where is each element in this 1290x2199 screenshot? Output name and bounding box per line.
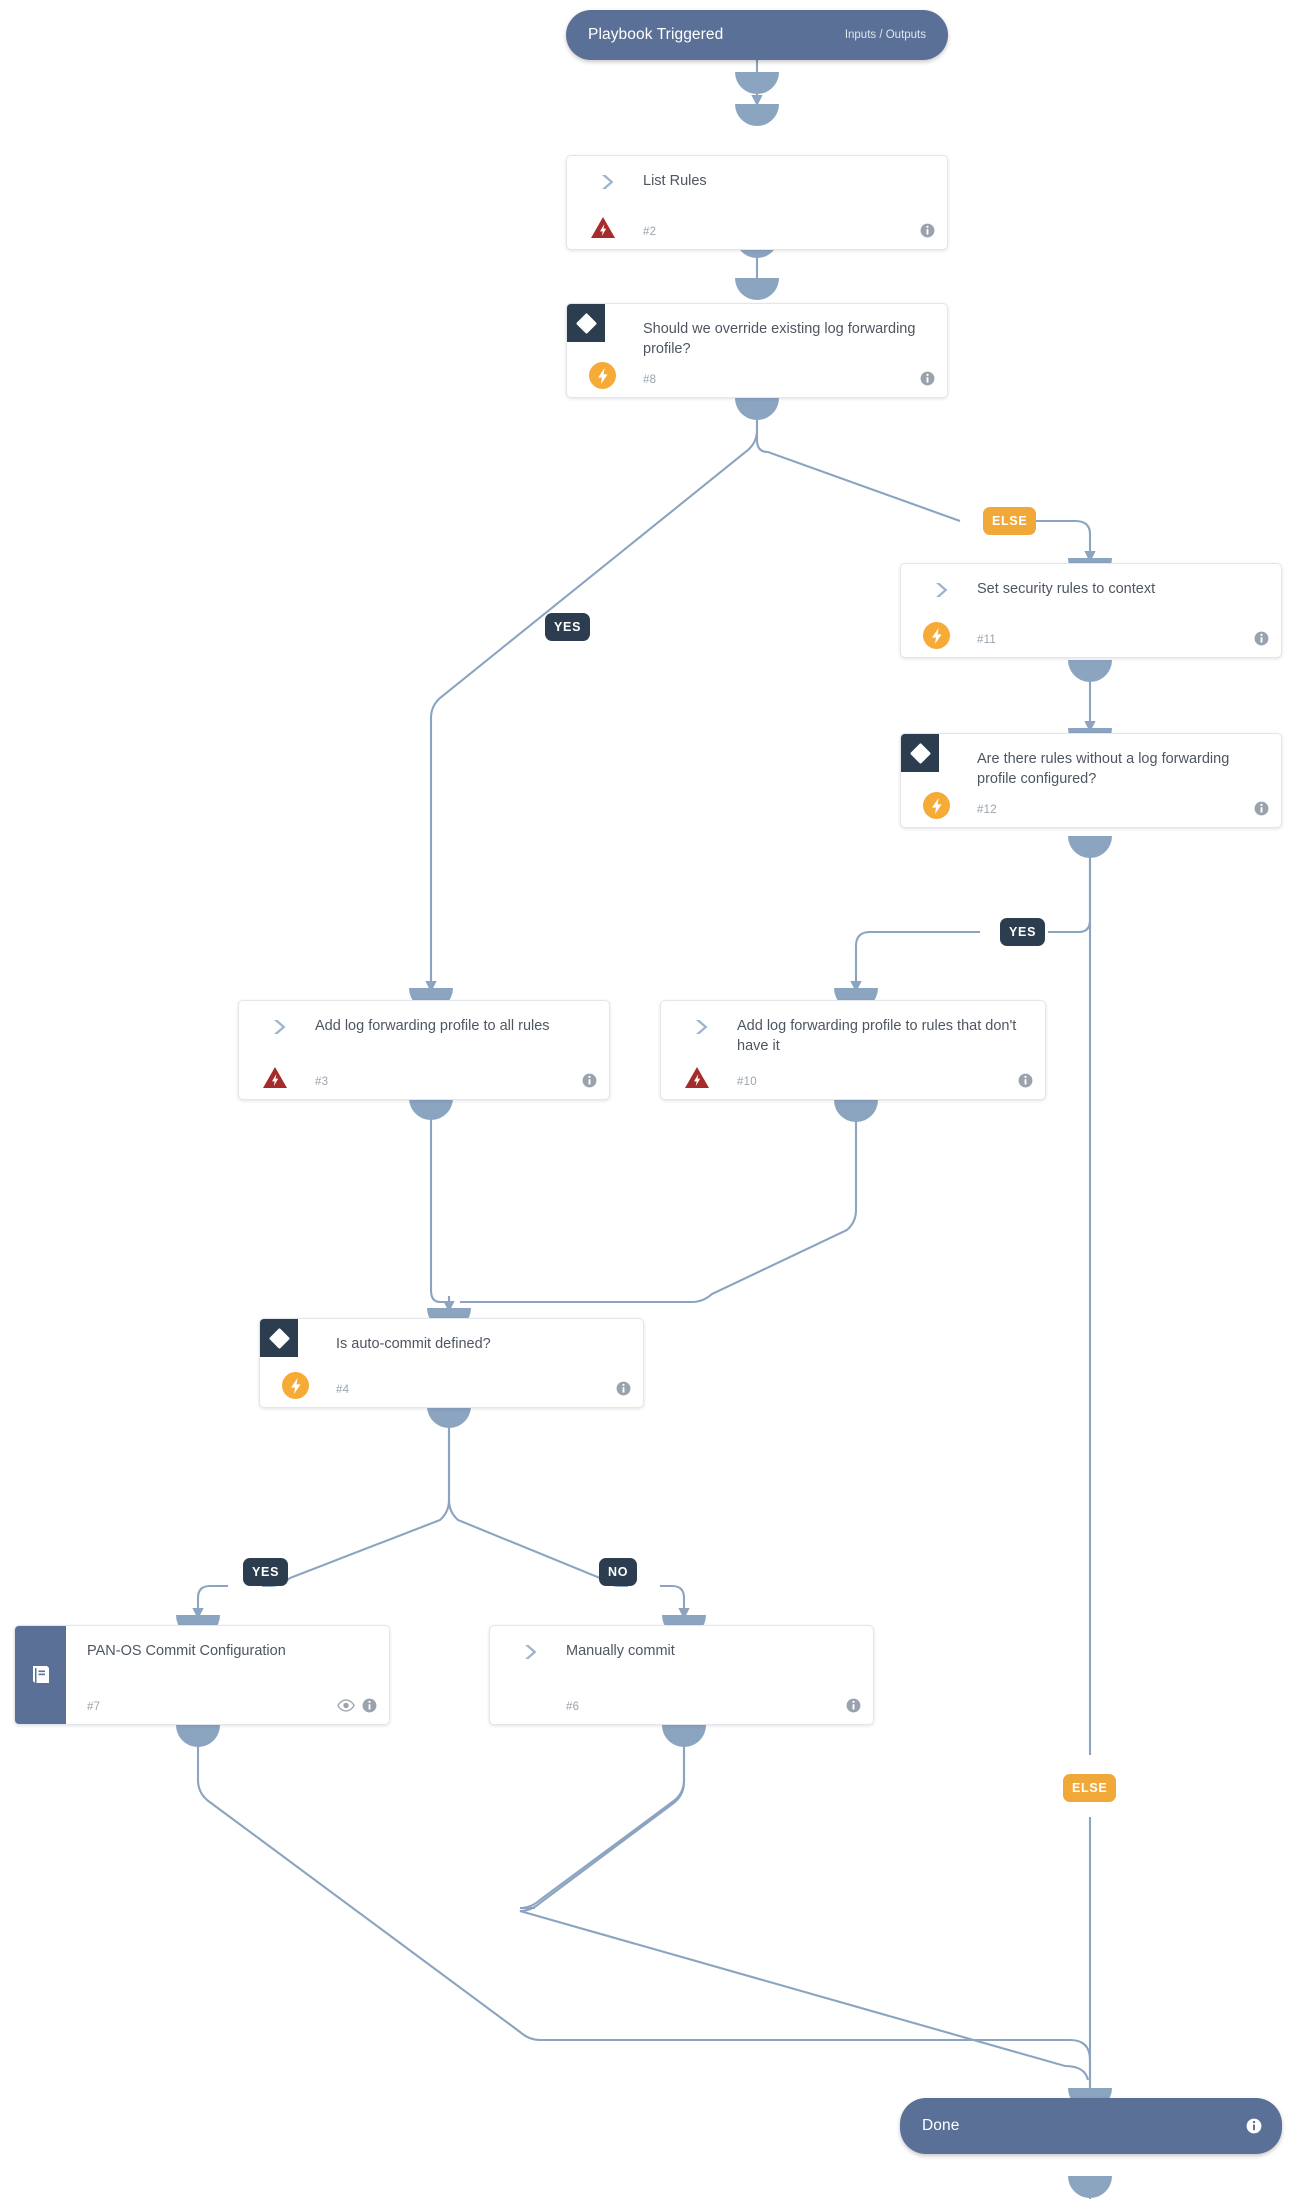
bolt-icon [589, 362, 616, 389]
info-icon[interactable] [362, 1698, 377, 1713]
diamond-icon [567, 304, 605, 342]
warning-bolt-icon [683, 1064, 710, 1091]
branch-label-text: YES [252, 1565, 280, 1579]
task-node-set-security-rules-to-context[interactable]: Set security rules to context #11 [900, 563, 1282, 658]
node-title: Is auto-commit defined? [336, 1336, 491, 1352]
bolt-icon [923, 792, 950, 819]
node-title: List Rules [643, 173, 707, 189]
node-number: #8 [643, 374, 657, 386]
branch-label-no-auto-commit[interactable]: NO [599, 1558, 638, 1586]
chevron-icon [936, 583, 948, 597]
bolt-icon [282, 1372, 309, 1399]
task-node-list-rules[interactable]: List Rules #2 [566, 155, 948, 250]
node-title: Are there rules without a log forwarding… [977, 751, 1230, 787]
start-node-playbook-triggered[interactable]: Playbook Triggered Inputs / Outputs [566, 10, 948, 60]
task-node-manually-commit[interactable]: Manually commit #6 [489, 1625, 874, 1725]
eye-icon[interactable] [337, 1699, 355, 1712]
chevron-icon [602, 175, 614, 189]
info-icon[interactable] [1018, 1073, 1033, 1088]
diamond-icon [260, 1319, 298, 1357]
branch-label-text: YES [554, 620, 582, 634]
branch-label-text: YES [1009, 925, 1037, 939]
branch-label-yes-override[interactable]: YES [545, 613, 591, 641]
branch-label-yes-rules-without[interactable]: YES [1000, 918, 1046, 946]
diamond-icon [901, 734, 939, 772]
info-icon[interactable] [846, 1698, 861, 1713]
node-number: #4 [336, 1384, 350, 1396]
node-title: Set security rules to context [977, 581, 1156, 597]
node-number: #10 [737, 1076, 757, 1088]
branch-label-text: NO [608, 1565, 629, 1579]
node-title: Add log forwarding profile to rules that… [737, 1018, 1017, 1054]
info-icon[interactable] [920, 371, 935, 386]
end-node-done[interactable]: Done [900, 2098, 1282, 2154]
node-title: Manually commit [566, 1643, 675, 1659]
subplaybook-node-panos-commit-configuration[interactable]: PAN-OS Commit Configuration #7 [14, 1625, 390, 1725]
node-title: PAN-OS Commit Configuration [87, 1643, 286, 1659]
inputs-outputs-link[interactable]: Inputs / Outputs [844, 29, 926, 41]
chevron-icon [274, 1020, 286, 1034]
warning-bolt-icon [589, 214, 616, 241]
playbook-book-icon [15, 1626, 66, 1724]
task-node-add-profile-all-rules[interactable]: Add log forwarding profile to all rules … [238, 1000, 610, 1100]
warning-bolt-icon [261, 1064, 288, 1091]
info-icon[interactable] [1246, 2118, 1262, 2134]
node-number: #6 [566, 1701, 580, 1713]
info-icon[interactable] [616, 1381, 631, 1396]
chevron-icon [525, 1645, 537, 1659]
condition-node-auto-commit-defined[interactable]: Is auto-commit defined? #4 [259, 1318, 644, 1408]
task-node-add-profile-rules-without[interactable]: Add log forwarding profile to rules that… [660, 1000, 1046, 1100]
node-number: #7 [87, 1701, 101, 1713]
bolt-icon [923, 622, 950, 649]
node-number: #2 [643, 226, 657, 238]
node-number: #3 [315, 1076, 329, 1088]
branch-label-else-rules-without[interactable]: ELSE [1063, 1774, 1117, 1802]
node-number: #11 [977, 634, 996, 646]
node-number: #12 [977, 804, 997, 816]
info-icon[interactable] [920, 223, 935, 238]
chevron-icon [696, 1020, 708, 1034]
condition-node-override-log-forwarding-profile[interactable]: Should we override existing log forwardi… [566, 303, 948, 398]
end-node-label: Done [922, 2117, 960, 2134]
condition-node-rules-without-log-forwarding-profile[interactable]: Are there rules without a log forwarding… [900, 733, 1282, 828]
node-title: Should we override existing log forwardi… [643, 321, 916, 357]
start-node-label: Playbook Triggered [588, 26, 724, 43]
branch-label-text: ELSE [992, 514, 1028, 528]
info-icon[interactable] [1254, 801, 1269, 816]
branch-label-yes-auto-commit[interactable]: YES [243, 1558, 289, 1586]
branch-label-text: ELSE [1072, 1781, 1108, 1795]
info-icon[interactable] [1254, 631, 1269, 646]
branch-label-else-override[interactable]: ELSE [983, 507, 1037, 535]
info-icon[interactable] [582, 1073, 597, 1088]
node-title: Add log forwarding profile to all rules [315, 1018, 550, 1034]
